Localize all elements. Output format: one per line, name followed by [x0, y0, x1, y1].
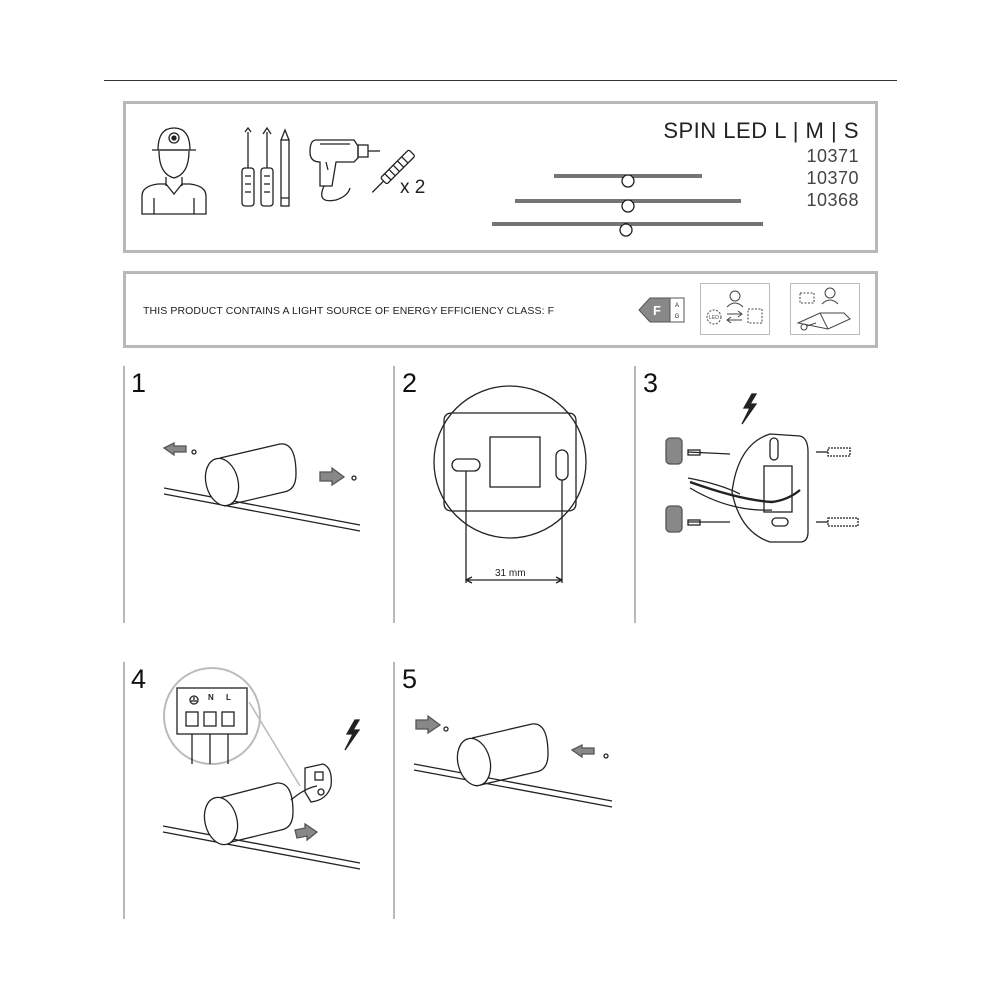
product-code-s: 10368: [806, 190, 859, 210]
energy-scale-top: A: [675, 303, 679, 309]
product-header-box: SPIN LED L | M | S 10371 10370 10368: [123, 101, 878, 253]
step-2-divider: [393, 366, 395, 623]
led-label: LED: [709, 315, 719, 321]
mounting-hole-distance: 31 mm: [495, 568, 526, 579]
step-1-divider: [123, 366, 125, 623]
energy-class-letter: F: [653, 303, 661, 318]
step-2-mounting-plate: [433, 385, 587, 584]
step-4-divider: [123, 662, 125, 919]
energy-class-label: F A G: [638, 297, 685, 323]
step-4-wiring: [162, 667, 361, 870]
earth-symbol-icon: [189, 695, 199, 705]
step-4-number: 4: [131, 664, 147, 694]
energy-statement: THIS PRODUCT CONTAINS A LIGHT SOURCE OF …: [143, 305, 555, 317]
terminal-n-label: N: [208, 693, 214, 702]
step-1-number: 1: [131, 368, 147, 398]
lamp-sizes-illustration: [492, 174, 763, 237]
terminal-l-label: L: [226, 693, 231, 702]
step-2-number: 2: [402, 368, 418, 398]
step-3-divider: [634, 366, 636, 623]
step-3-wall-fixing: [665, 393, 859, 543]
installer-icon: [141, 127, 207, 215]
product-code-m: 10370: [806, 168, 859, 188]
step-5-divider: [393, 662, 395, 919]
light-source-replaceable-icon: LED: [700, 283, 770, 335]
step-3-number: 3: [643, 368, 659, 398]
power-off-icon: [344, 719, 361, 751]
product-code-l: 10371: [806, 146, 859, 166]
anchor-count: x 2: [400, 177, 426, 198]
step-5-illustration: [413, 714, 613, 808]
energy-scale-bottom: G: [675, 314, 680, 320]
control-gear-replaceable-icon: [790, 283, 860, 335]
step-5-number: 5: [402, 664, 418, 694]
power-off-icon: [741, 393, 758, 425]
product-title: SPIN LED L | M | S: [663, 118, 859, 143]
top-rule: [104, 80, 897, 81]
screwdrivers-icon: [241, 126, 290, 207]
drill-icon: [309, 139, 380, 202]
step-1-illustration: [162, 441, 361, 532]
wall-anchor-icon: [371, 149, 415, 193]
